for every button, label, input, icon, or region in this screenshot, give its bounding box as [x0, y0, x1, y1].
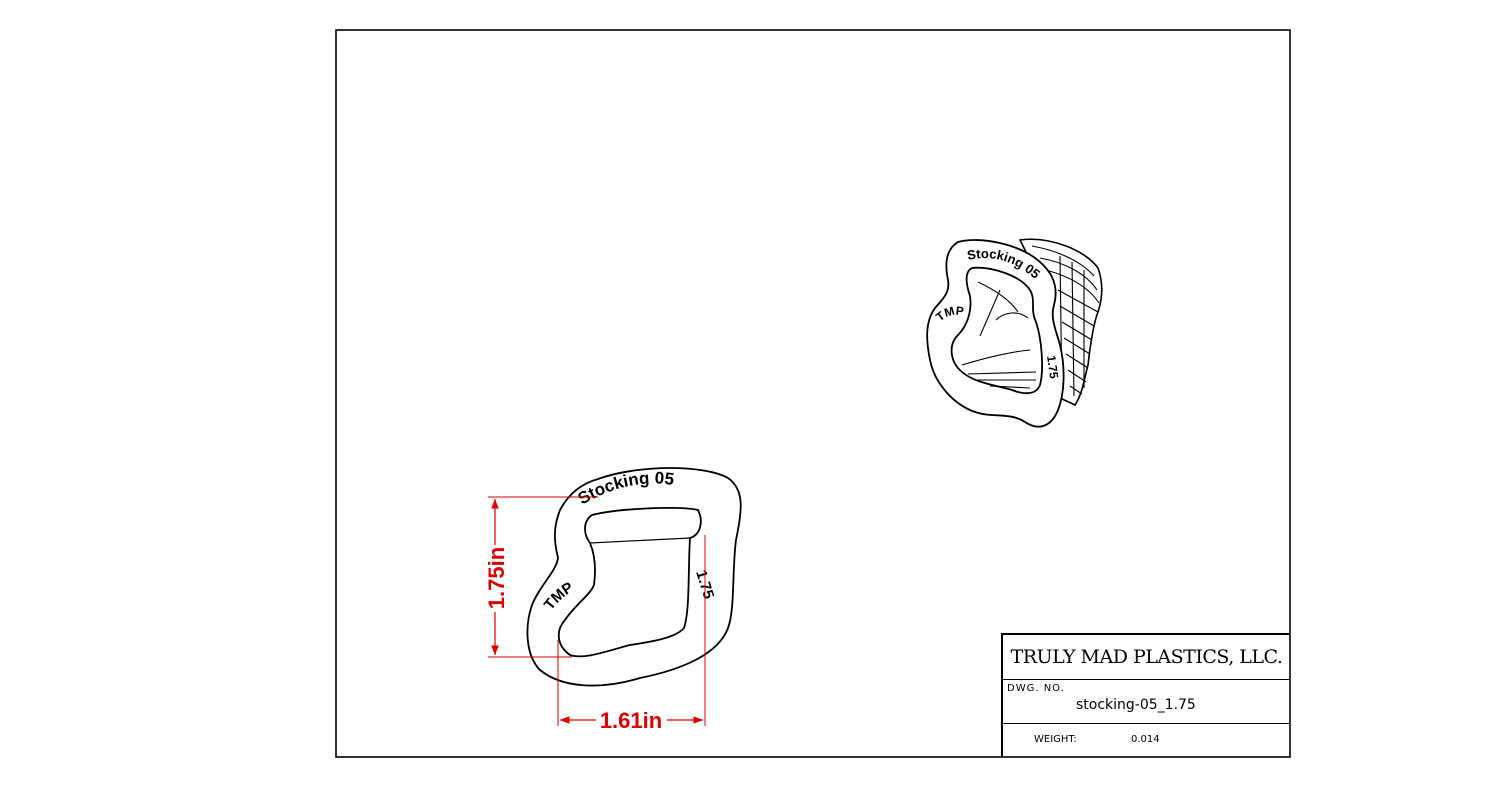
front-inner-outline	[557, 507, 702, 658]
iso-inner-depth	[961, 281, 1037, 389]
iso-ribs	[1031, 245, 1100, 401]
front-emboss-left: TMP	[541, 579, 577, 613]
iso-emboss-right: 1.75	[1044, 354, 1061, 379]
company-name: TRULY MAD PLASTICS, LLC.	[1003, 635, 1290, 680]
front-emboss-top: Stocking 05	[575, 468, 675, 508]
drawing-number-label: DWG. NO.	[1007, 683, 1065, 694]
weight-value: 0.014	[1131, 734, 1160, 745]
drawing-border	[335, 29, 1291, 758]
weight-cell: WEIGHT: 0.014	[1003, 724, 1290, 757]
height-dim-label: 1.75in	[484, 547, 509, 609]
drawing-number-cell: DWG. NO. stocking-05_1.75	[1003, 680, 1290, 724]
front-outer-outline	[526, 467, 742, 687]
isometric-view: Stocking 05 TMP 1.75	[926, 238, 1103, 428]
width-dim-label: 1.61in	[600, 708, 662, 733]
drawing-number-value: stocking-05_1.75	[1076, 697, 1196, 713]
front-view: Stocking 05 TMP 1.75	[526, 467, 742, 687]
title-block: TRULY MAD PLASTICS, LLC. DWG. NO. stocki…	[1001, 633, 1290, 757]
front-cuff-line	[589, 537, 691, 544]
dimensions: 1.75in 1.61in	[484, 496, 706, 733]
weight-label: WEIGHT:	[1034, 734, 1077, 745]
